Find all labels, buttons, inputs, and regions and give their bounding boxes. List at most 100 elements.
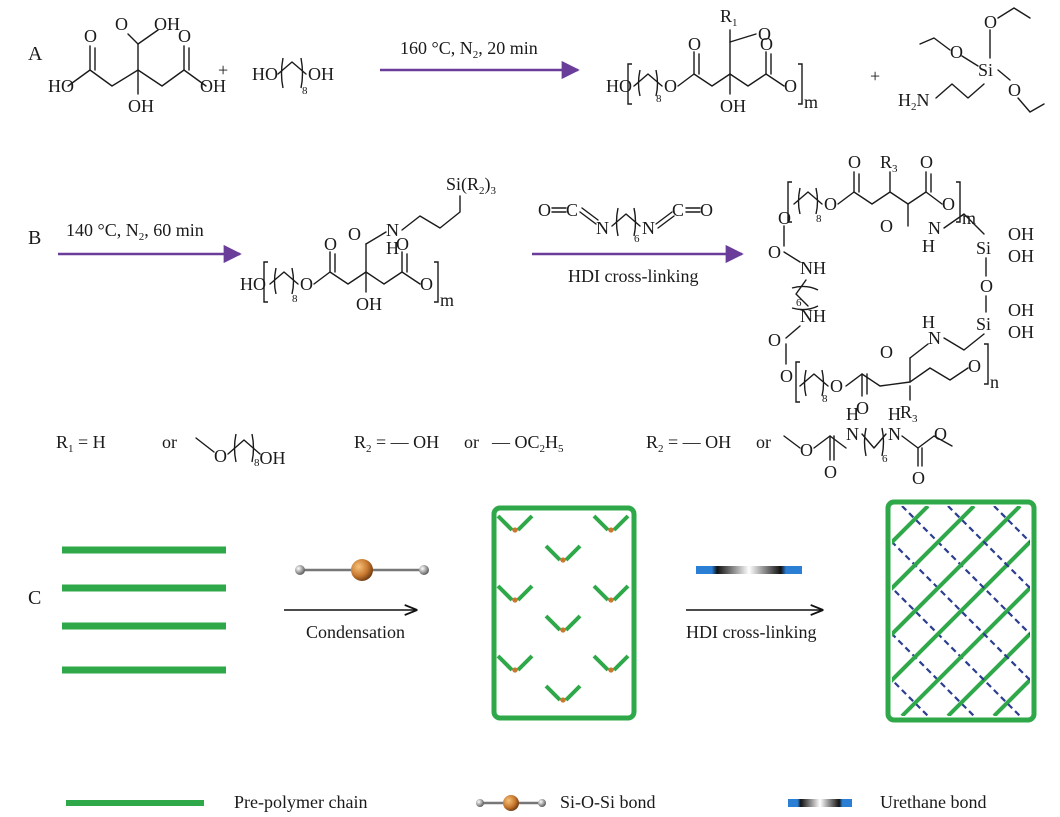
si-o-si-node: [512, 597, 518, 603]
atom-oh: OH: [1008, 224, 1034, 244]
repeat-m: m: [440, 290, 454, 310]
condensed-network: [491, 505, 637, 721]
mesh-lines: [580, 506, 1030, 716]
panel-label-a: A: [28, 43, 43, 65]
atom-o: O: [396, 234, 409, 254]
mesh-line: [892, 506, 1022, 637]
atom-o: O: [824, 462, 837, 482]
si-o-si-node: [608, 527, 614, 533]
atom-n: N: [386, 220, 399, 240]
mesh-line: [892, 506, 976, 591]
legend-item: Si-O-Si bond: [476, 792, 656, 812]
atom-ho: HO: [240, 274, 266, 294]
atom-o: O: [760, 34, 773, 54]
condensation-step: Condensation: [284, 559, 429, 642]
hdi-crosslinking-label: HDI cross-linking: [568, 266, 698, 286]
chain-segment: [592, 584, 610, 602]
si-o-si-node: [560, 697, 566, 703]
atom-o: O: [758, 24, 771, 44]
r2-definition: R2 = — OH: [354, 432, 439, 455]
r-group-definitions: R1 = H or O 8OH R2 = — OH or — OC2H5 R2 …: [56, 404, 953, 488]
chain-segment: [612, 514, 630, 532]
chain-segment: [564, 684, 582, 702]
atom-o: O: [768, 330, 781, 350]
atom-n: N: [928, 328, 941, 348]
panel-a: A O O O OH HO OH OH + HO 8: [28, 6, 1045, 116]
citric-acid-structure: O O O OH HO OH OH: [48, 14, 226, 116]
legend-label: Urethane bond: [880, 792, 986, 812]
r3-label: R3: [900, 402, 918, 425]
legend-label: Pre-polymer chain: [234, 792, 367, 812]
atom-o: O: [84, 26, 97, 46]
atom-o: O: [912, 468, 925, 488]
repeat-count: 8: [656, 93, 662, 105]
prepolymer-chains: [62, 546, 226, 674]
chain-segment: [496, 654, 514, 672]
atom-o: O: [848, 152, 861, 172]
atom-o: O: [300, 274, 313, 294]
atom-h: H: [922, 236, 935, 256]
repeat-n: n: [990, 372, 999, 392]
chain-segment: [516, 654, 534, 672]
atom-o: O: [980, 276, 993, 296]
atom-o: O: [880, 342, 893, 362]
atom-nh: NH: [800, 258, 826, 278]
repeat-m: m: [804, 92, 818, 112]
chain-segments: [496, 514, 630, 703]
mesh-line: [580, 506, 790, 716]
plus-sign: +: [870, 66, 880, 86]
atom-n: N: [846, 424, 859, 444]
or-text: or: [464, 432, 479, 452]
atom-o: O: [214, 446, 227, 466]
repeat-count: 6: [634, 233, 640, 245]
legend: Pre-polymer chain Si-O-Si bond Urethane …: [66, 792, 986, 812]
panel-label-b: B: [28, 227, 41, 249]
atom-n: N: [888, 424, 901, 444]
chain-segment: [612, 654, 630, 672]
atom-o: O: [778, 208, 791, 228]
octanediol-structure: HO 8 OH: [252, 57, 334, 97]
atom-c: C: [566, 200, 578, 220]
or-text: or: [162, 432, 177, 452]
r3-definition: R2 = — OH: [646, 432, 731, 455]
atom-h: H: [846, 404, 859, 424]
chain-segment: [592, 514, 610, 532]
mesh-line: [892, 539, 1030, 683]
hdi-crosslinking-label: HDI cross-linking: [686, 622, 816, 642]
atom-oh: OH: [1008, 300, 1034, 320]
chain-segment: [564, 544, 582, 562]
r1-definition: R1 = H: [56, 432, 106, 455]
atom-ho: HO: [252, 64, 278, 84]
atom-nh: NH: [800, 306, 826, 326]
atom-o: O: [968, 356, 981, 376]
hdi-structure: O C N 6 N C O: [538, 200, 713, 245]
urethane-icon: [696, 566, 802, 574]
atom-o: O: [1008, 80, 1021, 100]
or-text: or: [756, 432, 771, 452]
atom-n: N: [642, 218, 655, 238]
mesh-line: [900, 585, 1030, 716]
repeat-count: 6: [796, 297, 802, 309]
reaction-arrow-a: 160 °C, N2, 20 min: [380, 38, 580, 80]
atom-oh: OH: [1008, 246, 1034, 266]
atom-oh: OH: [154, 14, 180, 34]
r1-label: R1: [720, 6, 738, 29]
legend-label: Si-O-Si bond: [560, 792, 656, 812]
atom-o: O: [178, 26, 191, 46]
atom-si: Si: [976, 314, 991, 334]
mesh-line: [992, 677, 1030, 716]
amine-label: H2N: [898, 90, 930, 113]
atom-o: O: [700, 200, 713, 220]
atom-o: O: [688, 34, 701, 54]
crosslinked-network: [580, 499, 1037, 723]
reaction-conditions-a: 160 °C, N2, 20 min: [400, 38, 538, 61]
reaction-conditions-b: 140 °C, N2, 60 min: [66, 220, 204, 243]
panel-c: C Condensation HDI c: [28, 499, 1037, 723]
si-group-label: Si(R2)3: [446, 174, 497, 197]
atom-h: H: [386, 238, 399, 258]
atom-h: H: [922, 312, 935, 332]
repeat-count: 8: [292, 293, 298, 305]
atom-c: C: [672, 200, 684, 220]
atom-oh: OH: [356, 294, 382, 314]
